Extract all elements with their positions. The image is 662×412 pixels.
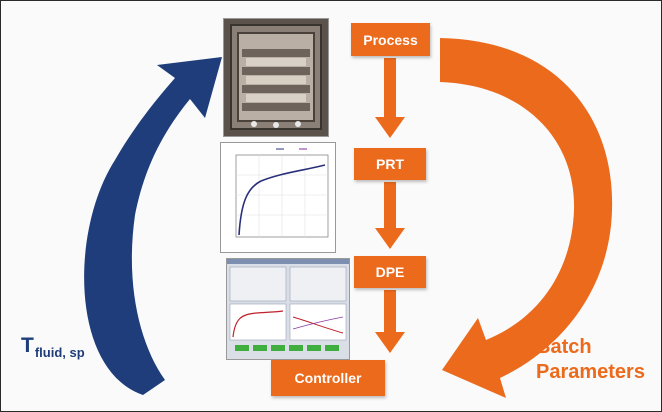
blue-curved-arrow-icon: [84, 57, 222, 395]
arrow-prt-to-dpe-icon: [375, 182, 405, 249]
process-box: Process: [351, 23, 430, 56]
t-fluid-main: T: [21, 334, 34, 357]
dpe-label: DPE: [375, 264, 405, 280]
prt-box: PRT: [354, 148, 426, 180]
controller-box: Controller: [271, 360, 385, 396]
batch-line-2: Parameters: [536, 361, 645, 383]
software-screenshot: [226, 258, 350, 360]
dpe-box: DPE: [354, 256, 426, 288]
arrow-process-to-prt-icon: [375, 58, 405, 138]
batch-line-1: Batch: [536, 336, 592, 358]
t-fluid-setpoint-label: Tfluid, sp: [21, 334, 85, 360]
freeze-dryer-photo: [223, 18, 329, 137]
plot-thumbnail: [220, 142, 336, 253]
prt-label: PRT: [376, 156, 404, 172]
batch-parameters-label: Batch Parameters: [536, 335, 645, 385]
orange-curved-arrow-icon: [440, 38, 613, 398]
t-fluid-subscript: fluid, sp: [34, 345, 85, 360]
process-label: Process: [363, 31, 418, 48]
controller-label: Controller: [294, 370, 362, 386]
arrow-dpe-to-controller-icon: [375, 290, 405, 353]
